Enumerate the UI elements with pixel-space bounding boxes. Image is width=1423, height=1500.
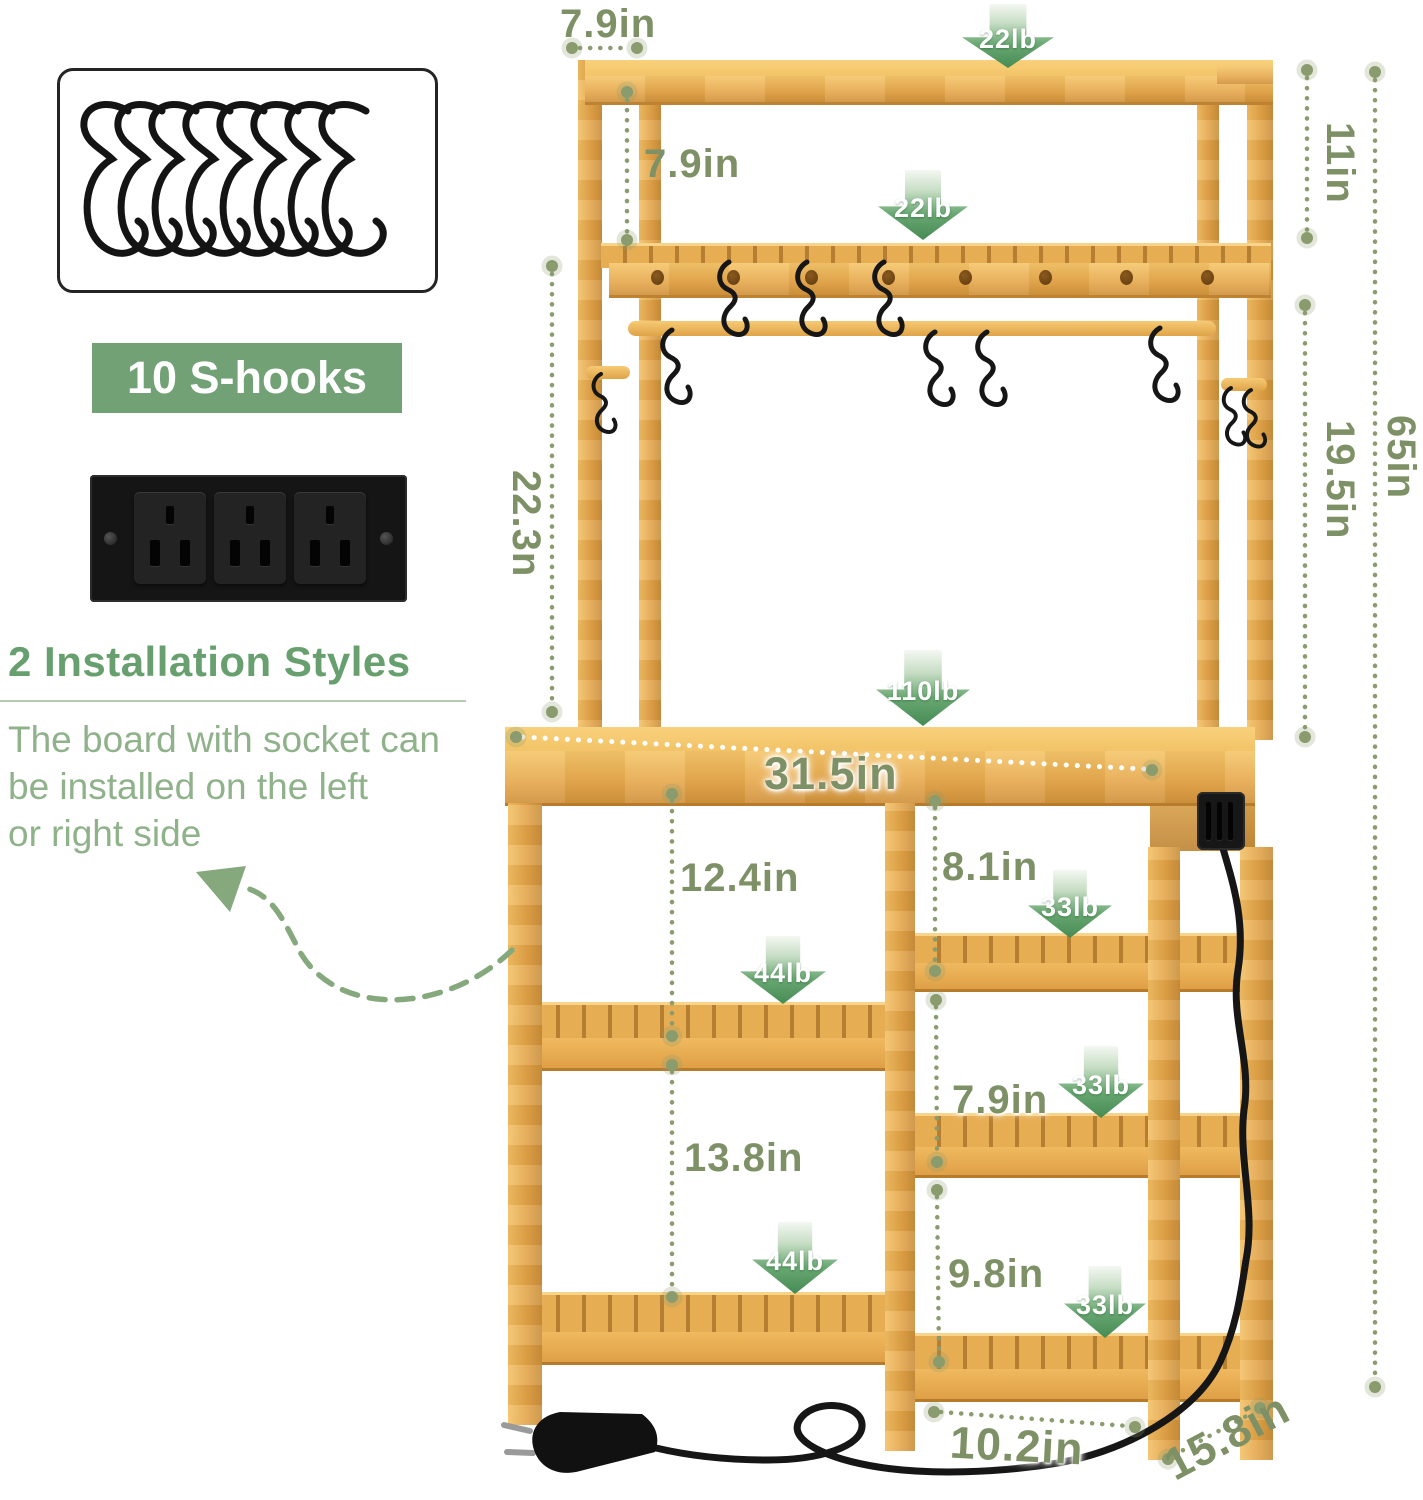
hutch-top-shelf [585, 76, 1273, 105]
load-label: 33lb [1071, 1070, 1131, 1101]
hook-hole [959, 270, 972, 285]
hutch-top-shelf-surface [585, 60, 1273, 78]
hutch-left-outer-post [578, 60, 602, 740]
installation-description-line3: or right side [8, 813, 202, 854]
center-divider-post [885, 803, 915, 1451]
load-label: 44lb [753, 958, 813, 989]
left-front-leg [508, 803, 542, 1425]
s-hooks-image-box [57, 68, 438, 293]
right-tier1-slats [915, 933, 1242, 968]
hutch-right-inner-post [1197, 74, 1219, 740]
tabletop-width-line [520, 734, 1148, 772]
load-badge-bottom-shelf: 44lb [752, 1222, 838, 1294]
dimension-dots [505, 37, 1386, 1470]
load-badge-tabletop: 110lb [876, 650, 970, 726]
load-badge-top-shelf: 22lb [962, 4, 1054, 68]
right-tier2-front [915, 1147, 1242, 1178]
hutch-left-inner-post [639, 74, 661, 740]
power-plug-icon [501, 1412, 658, 1473]
power-socket-block [1197, 792, 1245, 850]
middle-shelf-front [508, 1038, 898, 1071]
load-badge-middle-shelf: 44lb [740, 936, 826, 1004]
right-tier3-front [915, 1369, 1242, 1402]
load-badge-second-shelf: 22lb [878, 170, 968, 240]
dim-right-middle-gap: 7.9in [952, 1078, 1049, 1122]
bottom-shelf-slats [508, 1292, 898, 1337]
dim-left-upper-gap: 12.4in [680, 856, 800, 900]
installation-description-line1: The board with socket can [8, 719, 440, 760]
load-label: 110lb [886, 676, 960, 707]
hook-hole [1201, 270, 1214, 285]
load-label: 22lb [893, 193, 953, 224]
load-label: 44lb [765, 1246, 825, 1277]
hanging-rod [628, 321, 1216, 336]
installation-styles-heading: 2 Installation Styles [8, 638, 411, 685]
hutch-right-outer-post [1247, 60, 1273, 740]
installation-description-line2: be installed on the left [8, 766, 368, 807]
load-badge-right-tier3: 33lb [1064, 1266, 1146, 1338]
load-label: 33lb [1075, 1290, 1135, 1321]
hook-hole [882, 270, 895, 285]
s-hook-icon [594, 262, 1268, 449]
load-label: 22lb [978, 24, 1038, 55]
socket-icon [134, 492, 206, 584]
hook-hole [651, 270, 664, 285]
heading-divider [0, 700, 466, 702]
dim-top-shelf-depth: 7.9in [560, 2, 657, 46]
socket-icon [214, 492, 286, 584]
middle-shelf-slats [508, 1002, 898, 1043]
s-hooks-count-label: 10 S-hooks [126, 352, 368, 403]
installation-arrow-icon [196, 866, 515, 1003]
dim-right-upper-gap: 8.1in [942, 845, 1039, 889]
right-tier2-slats [915, 1113, 1242, 1152]
dimension-lines [549, 45, 1378, 1458]
outlet-image [90, 475, 407, 602]
right-front-leg [1148, 847, 1180, 1460]
dim-right-bay-width: 10.2in [948, 1416, 1085, 1475]
tabletop-surface [505, 727, 1255, 753]
load-label: 33lb [1040, 892, 1100, 923]
load-badge-right-tier1: 33lb [1028, 870, 1112, 938]
dim-right-lower-gap: 9.8in [948, 1252, 1045, 1296]
power-cord [652, 841, 1253, 1476]
dim-tabletop-width: 31.5in [764, 748, 898, 799]
right-tier3-slats [915, 1333, 1242, 1374]
bottom-shelf-front [508, 1332, 898, 1365]
right-tier1-front [915, 963, 1242, 992]
tabletop-apron [505, 751, 1255, 806]
hutch-top-right-rail [1217, 66, 1273, 84]
dim-left-lower-gap: 13.8in [684, 1136, 804, 1180]
hook-hole [727, 270, 740, 285]
hook-hole [1039, 270, 1052, 285]
hook-hole [1120, 270, 1133, 285]
s-hooks-count-badge: 10 S-hooks [92, 343, 402, 413]
hook-hole [805, 270, 818, 285]
installation-description: The board with socket can be installed o… [8, 716, 488, 857]
dim-hutch-shelf-gap: 7.9in [644, 142, 741, 186]
socket-icon [294, 492, 366, 584]
load-badge-right-tier2: 33lb [1058, 1046, 1144, 1118]
